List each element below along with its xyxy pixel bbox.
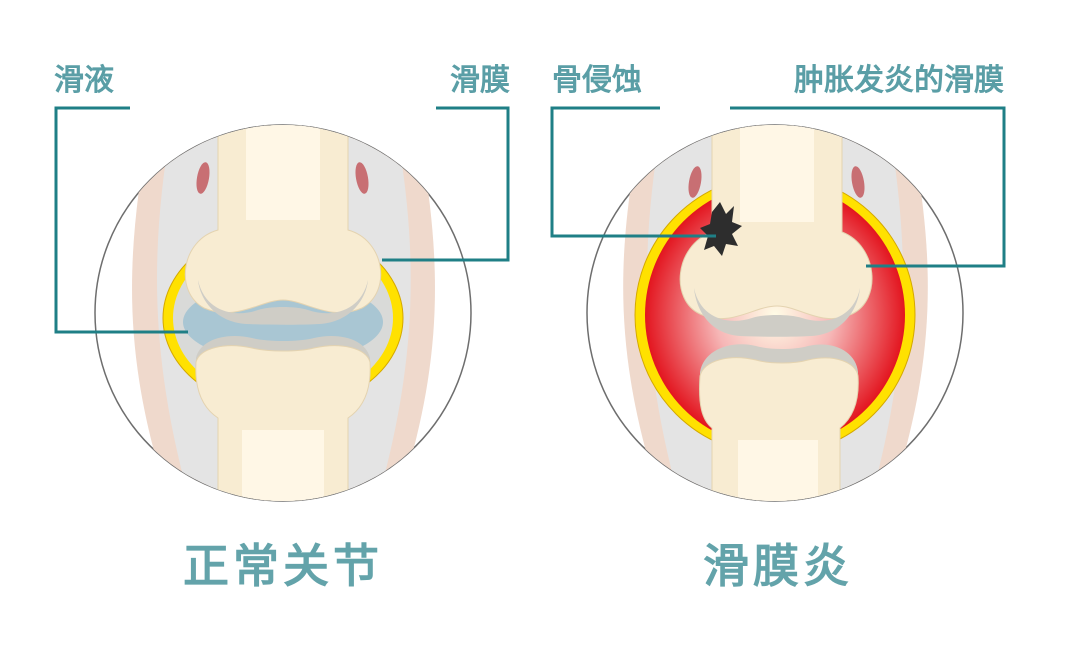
- caption-normal-joint: 正常关节: [183, 539, 383, 593]
- callout-line-inflamed-synovium: [730, 106, 1006, 268]
- lower-bone-marrow-inflamed: [738, 440, 818, 501]
- label-synovium: 滑膜: [450, 63, 510, 98]
- upper-cartilage-inflamed: [694, 288, 860, 337]
- caption-synovitis: 滑膜炎: [703, 539, 853, 593]
- label-inflamed-synovium: 肿胀发炎的滑膜: [794, 63, 1004, 98]
- upper-cartilage: [198, 280, 368, 325]
- callout-line-synovium: [382, 106, 510, 262]
- bone-erosion-patch: [700, 202, 742, 256]
- synovitis-illustration: [586, 124, 964, 502]
- callout-line-bone-erosion: [550, 106, 716, 238]
- normal-joint-illustration: [94, 124, 472, 502]
- tissue-vessel-right: [355, 162, 369, 194]
- label-bone-erosion: 骨侵蚀: [552, 63, 642, 98]
- upper-bone-marrow-inflamed: [740, 125, 814, 222]
- tissue-vessel-left-inflamed: [688, 166, 702, 198]
- tissue-vessel-left: [196, 162, 210, 194]
- label-synovial-fluid: 滑液: [54, 63, 114, 98]
- callout-lines: [54, 106, 1006, 334]
- lower-bone-marrow: [242, 430, 324, 501]
- tissue-vessel-right-inflamed: [851, 166, 865, 198]
- upper-bone-marrow: [246, 125, 320, 220]
- callout-line-synovial-fluid: [54, 106, 188, 334]
